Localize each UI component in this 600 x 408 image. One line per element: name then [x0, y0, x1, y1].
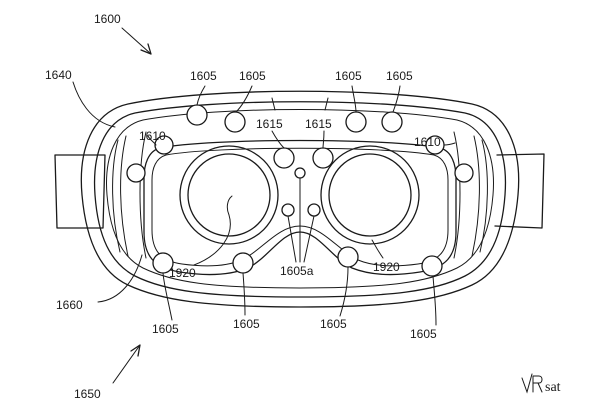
sensor-top-1 — [186, 104, 208, 126]
sensor-right-mid — [454, 163, 474, 183]
top-tab — [271, 97, 329, 111]
outer-shell — [80, 90, 520, 308]
strap-left — [54, 154, 106, 229]
sensor-nose-right — [307, 203, 321, 217]
label-1610-left: 1610 — [139, 129, 166, 143]
shell-inner-rim — [93, 101, 507, 298]
label-1605-top-3: 1605 — [335, 69, 362, 83]
sensor-top-2 — [224, 111, 246, 133]
sensors — [126, 104, 474, 277]
sensor-bottom-2 — [232, 252, 254, 274]
sensor-nose-left — [281, 203, 295, 217]
label-1605-top-1: 1605 — [190, 69, 217, 83]
reference-labels: 1600 1640 1605 1605 1605 1605 1610 1610 … — [45, 12, 441, 401]
label-1605-top-4: 1605 — [386, 69, 413, 83]
label-1605-bottom-4: 1605 — [410, 327, 437, 341]
vrsat-watermark: sat — [521, 373, 561, 395]
label-1615-left: 1615 — [256, 117, 283, 131]
sensor-bottom-4 — [421, 255, 443, 277]
label-1660: 1660 — [56, 298, 83, 312]
label-1650: 1650 — [74, 387, 101, 401]
label-1920-left: 1920 — [169, 266, 196, 280]
cushion-folds-right — [453, 131, 488, 259]
vrsat-logo-text: sat — [545, 380, 561, 395]
label-1610-right: 1610 — [414, 135, 441, 149]
cushion-outer — [106, 109, 494, 289]
cushion-folds-left — [112, 131, 147, 259]
sensor-brow-right — [312, 147, 334, 169]
sensor-bottom-3 — [337, 246, 359, 268]
label-1640: 1640 — [45, 68, 72, 82]
label-1605-bottom-1: 1605 — [152, 322, 179, 336]
strap-right — [494, 153, 545, 229]
sensor-brow-left — [273, 147, 295, 169]
vrsat-logo-mark — [521, 373, 543, 394]
label-1605-bottom-3: 1605 — [320, 317, 347, 331]
sensor-left-upper — [154, 135, 174, 155]
label-1605-top-2: 1605 — [239, 69, 266, 83]
label-1600: 1600 — [94, 12, 121, 26]
lens-right — [320, 145, 420, 245]
sensor-left-mid — [126, 163, 146, 183]
sensor-nose-top — [294, 167, 306, 179]
lens-left — [179, 145, 279, 245]
sensor-top-4 — [381, 111, 403, 133]
label-1615-right: 1615 — [305, 117, 332, 131]
label-1605-bottom-2: 1605 — [233, 317, 260, 331]
label-1605a: 1605a — [280, 264, 314, 278]
label-1920-right: 1920 — [373, 260, 400, 274]
sensor-top-3 — [345, 111, 367, 133]
leader-lines — [72, 27, 456, 384]
